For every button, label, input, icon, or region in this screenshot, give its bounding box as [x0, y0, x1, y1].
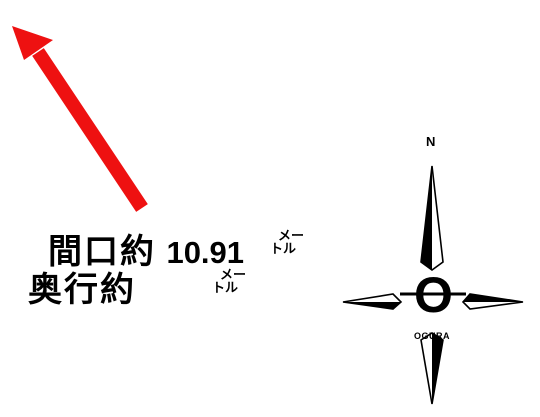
- depth-label: 奥行約: [28, 271, 136, 309]
- depth-row: 奥行約: [28, 262, 136, 311]
- compass-west-needle-shade: [343, 302, 401, 309]
- compass-south-needle-shade: [432, 333, 443, 404]
- depth-unit-line2: トル: [212, 280, 239, 295]
- red-arrow: [12, 26, 148, 212]
- compass-north-label: N: [426, 134, 436, 149]
- frontage-unit-line1: メー: [278, 228, 305, 243]
- red-arrow-shaft: [32, 48, 148, 212]
- compass-center-letter: O: [414, 267, 453, 323]
- depth-unit: メー トル: [212, 268, 246, 294]
- compass-rose: [342, 165, 524, 405]
- compass-brand: OGURA: [414, 331, 450, 341]
- frontage-row: 間口約 10.91: [48, 224, 244, 273]
- depth-unit-line1: メー: [220, 267, 247, 282]
- frontage-label: 間口約: [48, 233, 156, 271]
- frontage-value: 10.91: [166, 235, 245, 270]
- red-arrow-head: [12, 26, 53, 60]
- frontage-unit: メー トル: [270, 229, 304, 255]
- compass-north-needle-shade: [421, 166, 432, 270]
- frontage-unit-line2: トル: [270, 241, 297, 256]
- compass-east-needle-shade: [463, 294, 523, 302]
